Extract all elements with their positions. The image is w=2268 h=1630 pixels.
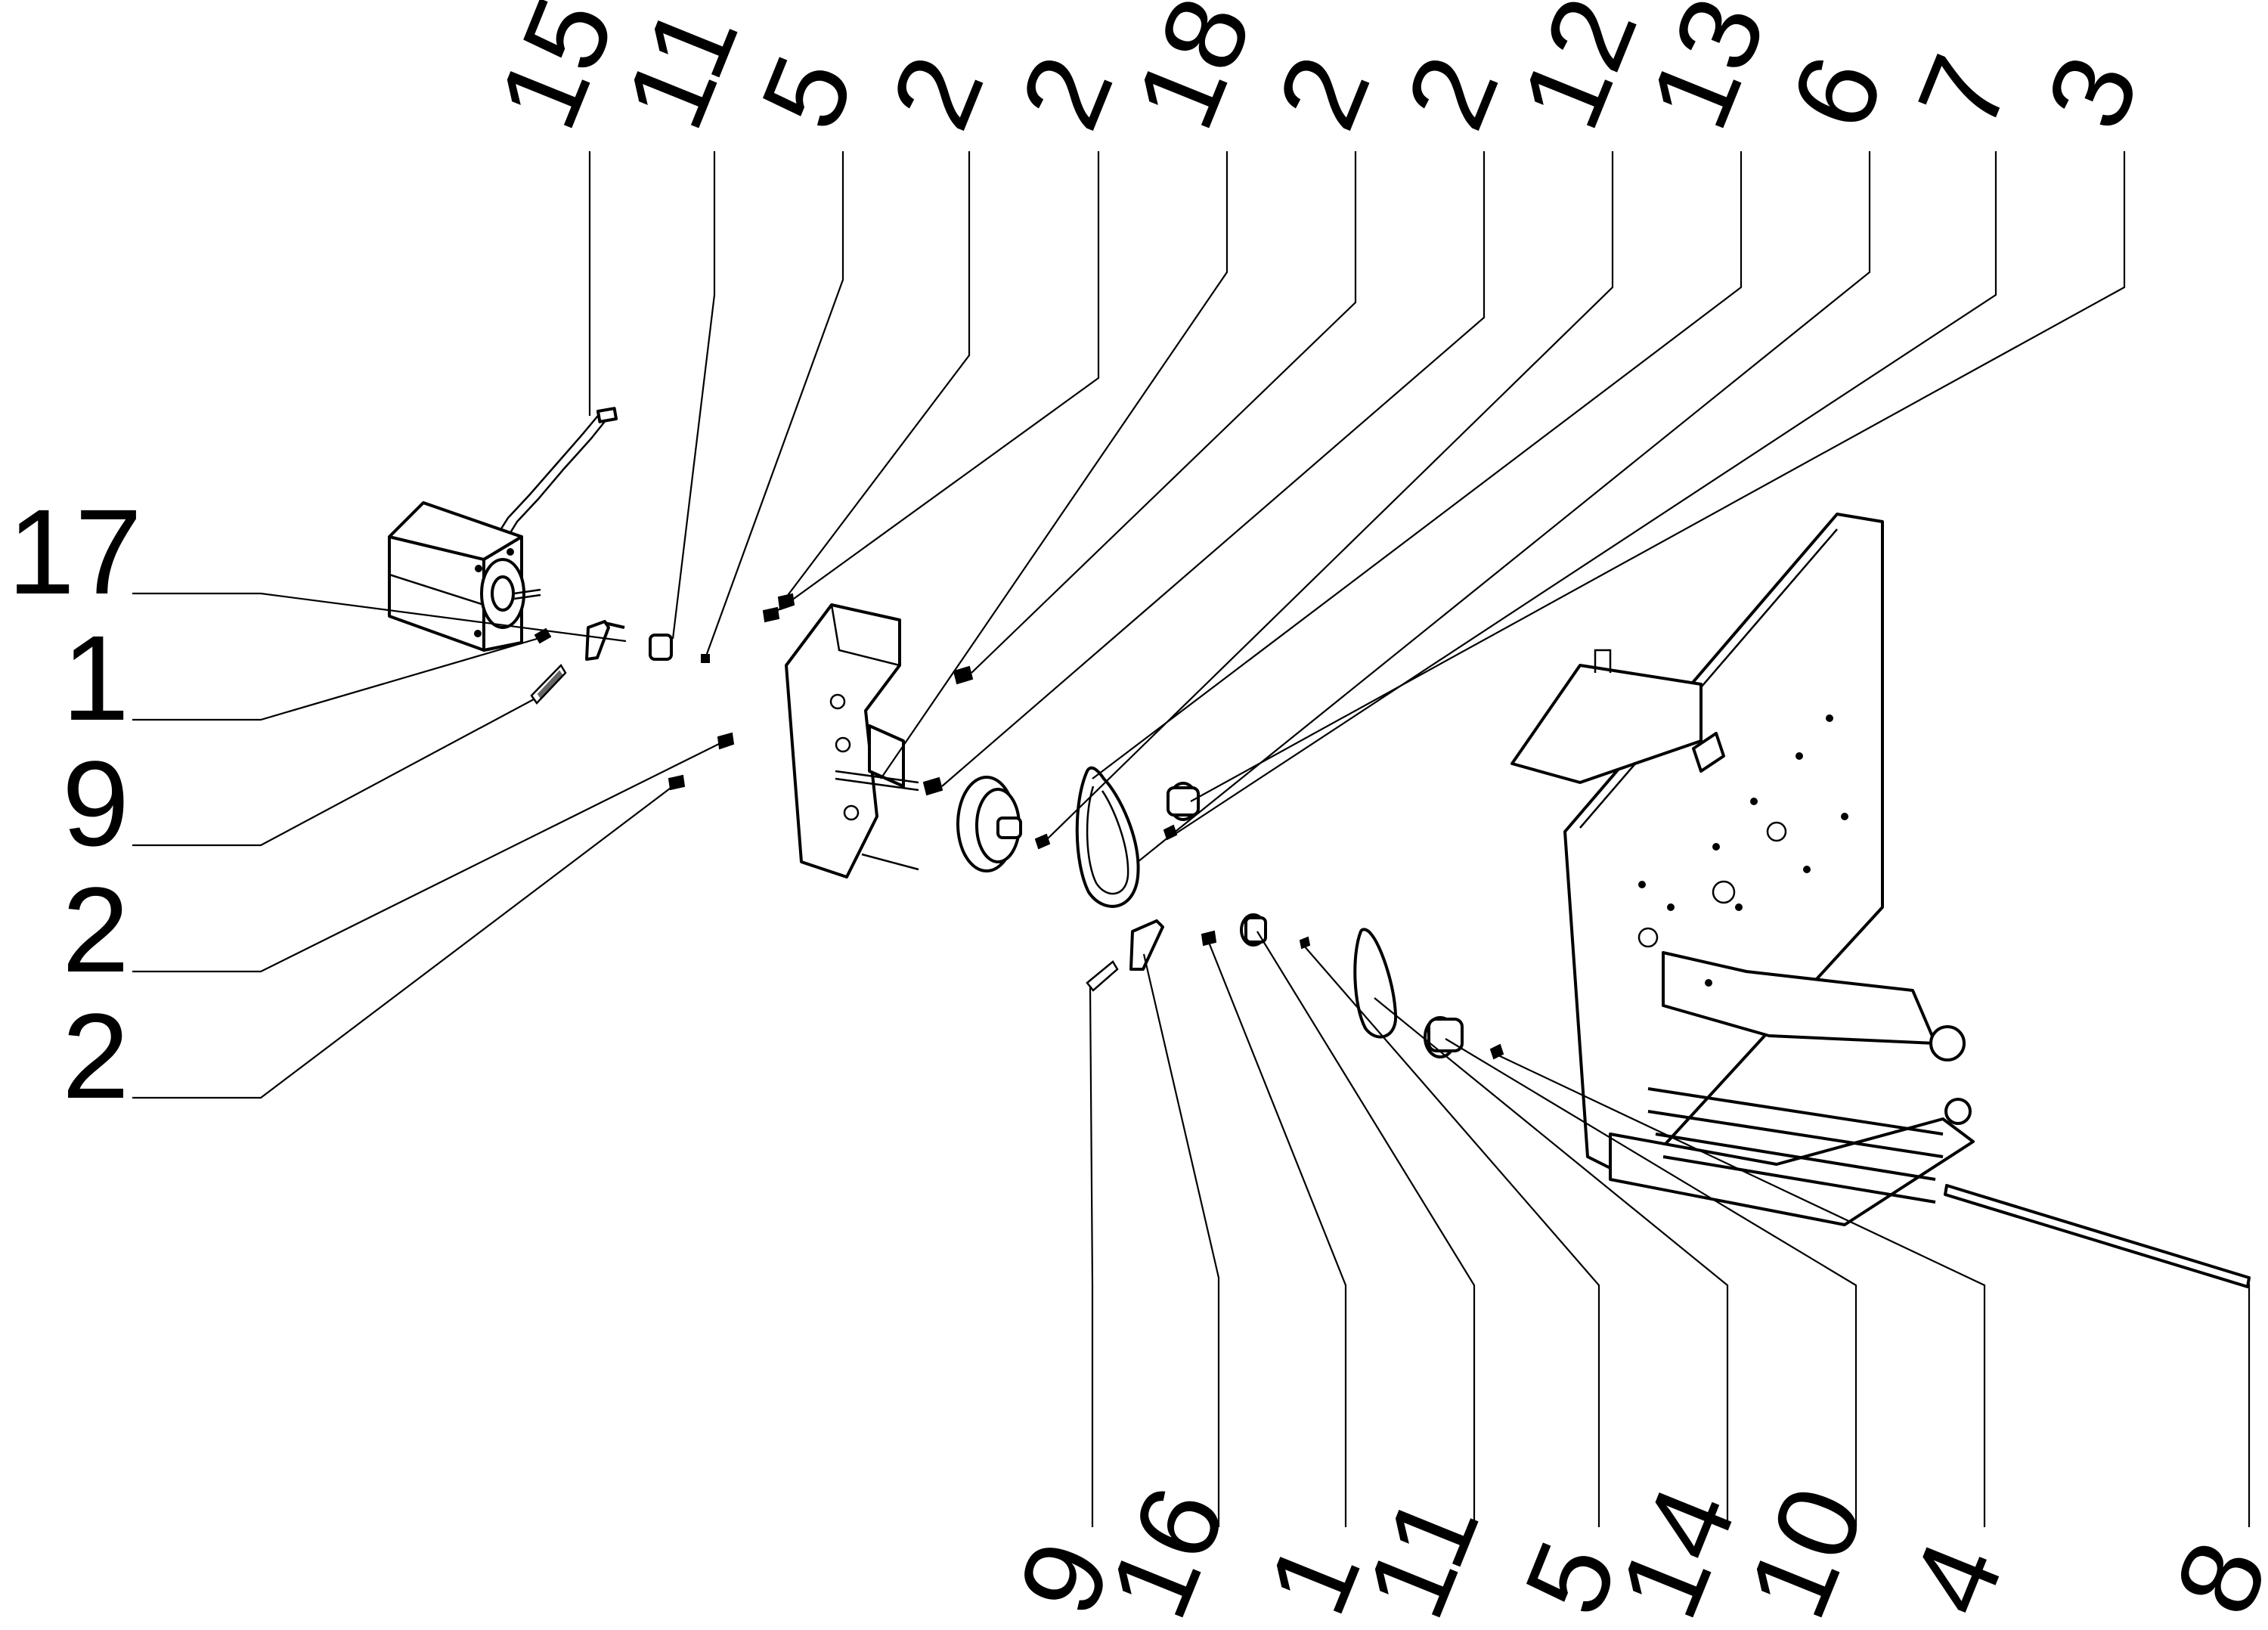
timing-belt-upper (1075, 766, 1140, 908)
small-pulley-upper (1163, 782, 1200, 841)
callout-bottom-7: 10 (1723, 1470, 1888, 1630)
callout-bottom-9: 8 (2150, 1525, 2268, 1630)
callout-top-2: 11 (600, 0, 762, 145)
stepper-motor (388, 501, 541, 652)
large-pulley (956, 776, 1051, 872)
callout-left-4: 2 (62, 862, 129, 997)
callout-top-6: 18 (1111, 0, 1275, 145)
motor-side-hardware (530, 593, 795, 791)
small-pulley-lower (1424, 1016, 1504, 1060)
callout-left-5: 2 (62, 988, 129, 1123)
motor-cable (494, 407, 618, 542)
callout-top-11: 6 (1766, 39, 1907, 145)
callout-bottom-8: 4 (1885, 1525, 2027, 1630)
leader-lines (132, 151, 2251, 1527)
shaft (1944, 1184, 2251, 1288)
callout-top-7: 2 (1253, 39, 1394, 145)
callouts-left: 17 1 9 2 2 (8, 484, 142, 1123)
idler-arm-lower (1086, 913, 1311, 992)
callout-left-2: 1 (62, 610, 129, 745)
callout-top-10: 13 (1625, 0, 1789, 145)
callout-top-13: 3 (2022, 39, 2163, 145)
main-frame-assembly (1510, 513, 1975, 1226)
motor-bracket (785, 603, 919, 879)
callouts-top: 15 11 5 2 2 18 2 2 12 13 6 7 3 (473, 0, 2163, 145)
callout-top-4: 2 (866, 39, 1008, 145)
callout-left-3: 9 (62, 736, 129, 871)
callouts-bottom: 9 16 1 11 5 14 10 4 8 (993, 1470, 2268, 1630)
callout-left-1: 17 (8, 484, 142, 619)
callout-top-12: 7 (1893, 39, 2034, 145)
callout-top-3: 5 (736, 39, 878, 145)
bracket-screws (922, 665, 974, 796)
timing-belt-lower (1353, 928, 1398, 1039)
